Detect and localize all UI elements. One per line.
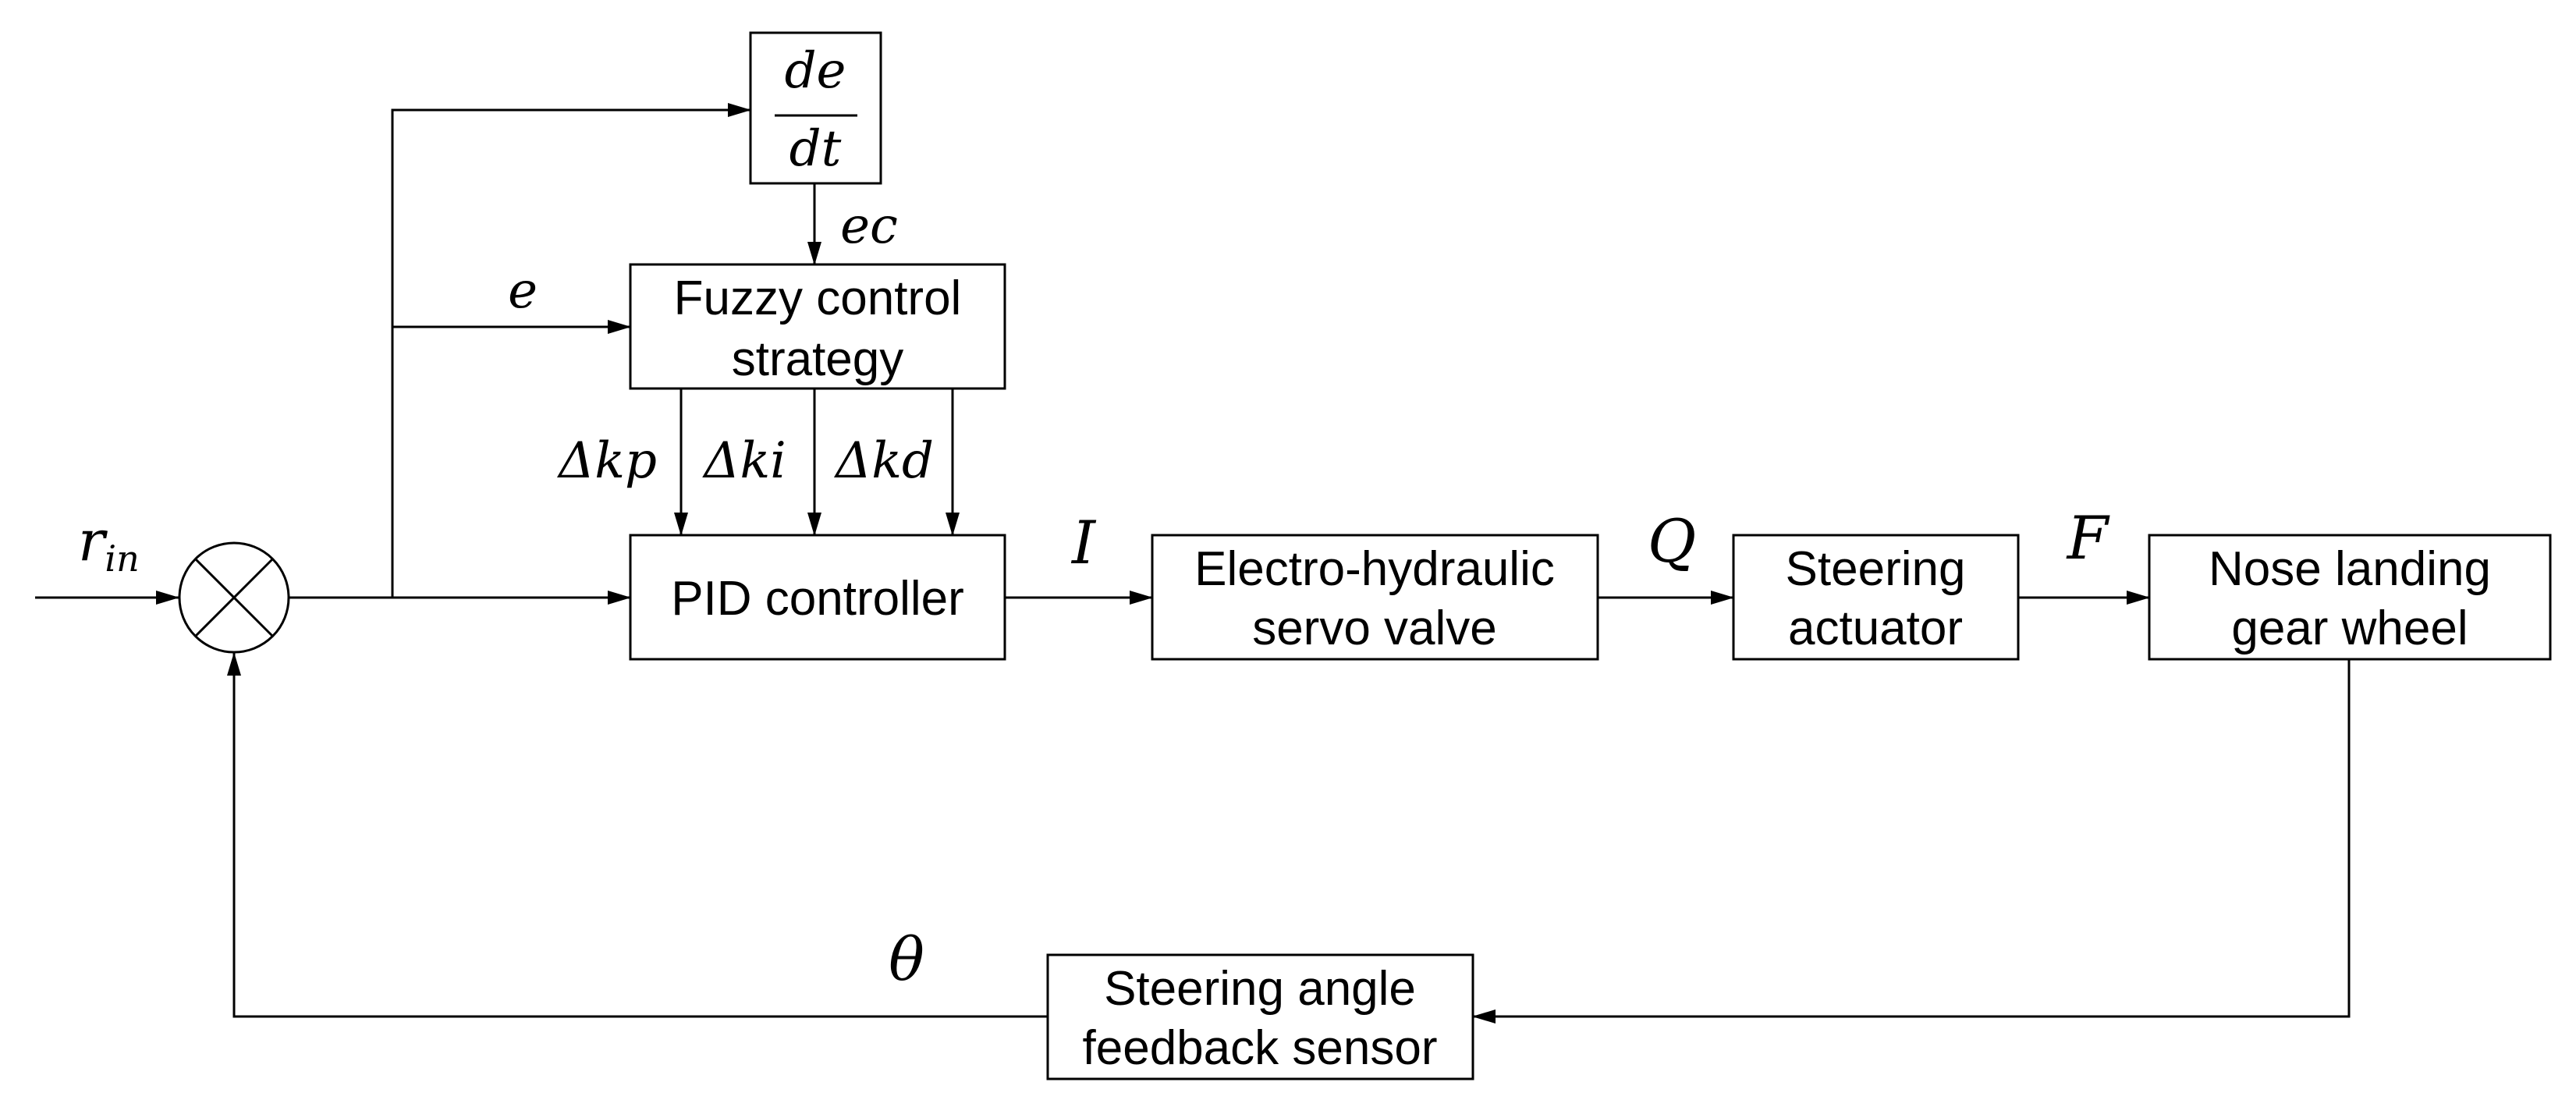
error-label: e	[508, 262, 538, 320]
actuator-label-line2: actuator	[1788, 601, 1963, 655]
flow-label: Q	[1648, 506, 1696, 576]
actuator-label-line1: Steering	[1786, 542, 1966, 596]
feedback-sensor-block: Steering angle feedback sensor	[1046, 953, 1474, 1080]
derivative-numerator: de	[785, 42, 846, 100]
wheel-label-line2: gear wheel	[2231, 601, 2468, 655]
pid-label: PID controller	[671, 572, 964, 626]
input-signal-base: r	[78, 508, 108, 573]
error-branch-derivative	[391, 103, 751, 598]
input-signal-subscript: in	[105, 538, 139, 580]
input-signal-label: rin	[78, 508, 140, 580]
output-to-sensor-arrow	[1472, 659, 2351, 1024]
force-label: F	[2066, 503, 2110, 573]
fuzzy-label-line1: Fuzzy control	[674, 271, 962, 325]
ec-label: ec	[840, 197, 898, 255]
angle-label: θ	[889, 924, 924, 994]
servo-valve-label-line2: servo valve	[1252, 601, 1497, 655]
sensor-label-line2: feedback sensor	[1083, 1021, 1438, 1075]
kp-label: Δkp	[556, 432, 657, 490]
nose-landing-gear-block: Nose landing gear wheel	[2148, 534, 2552, 661]
wheel-label-line1: Nose landing	[2209, 542, 2491, 596]
fuzzy-label-line2: strategy	[732, 332, 904, 386]
signal-wires	[35, 103, 2351, 1024]
summing-junction	[178, 541, 290, 654]
derivative-denominator: dt	[789, 120, 842, 178]
fuzzy-control-block: Fuzzy control strategy	[629, 263, 1006, 390]
servo-valve-label-line1: Electro-hydraulic	[1194, 542, 1555, 596]
ki-label: Δki	[701, 432, 786, 490]
kd-label: Δkd	[833, 432, 934, 490]
sensor-label-line1: Steering angle	[1104, 962, 1416, 1016]
pid-controller-block: PID controller	[629, 534, 1006, 661]
derivative-block: de dt	[749, 31, 882, 185]
feedback-arrow	[227, 652, 1048, 1018]
steering-actuator-block: Steering actuator	[1732, 534, 2020, 661]
current-label: I	[1070, 508, 1097, 577]
servo-valve-block: Electro-hydraulic servo valve	[1151, 534, 1599, 661]
